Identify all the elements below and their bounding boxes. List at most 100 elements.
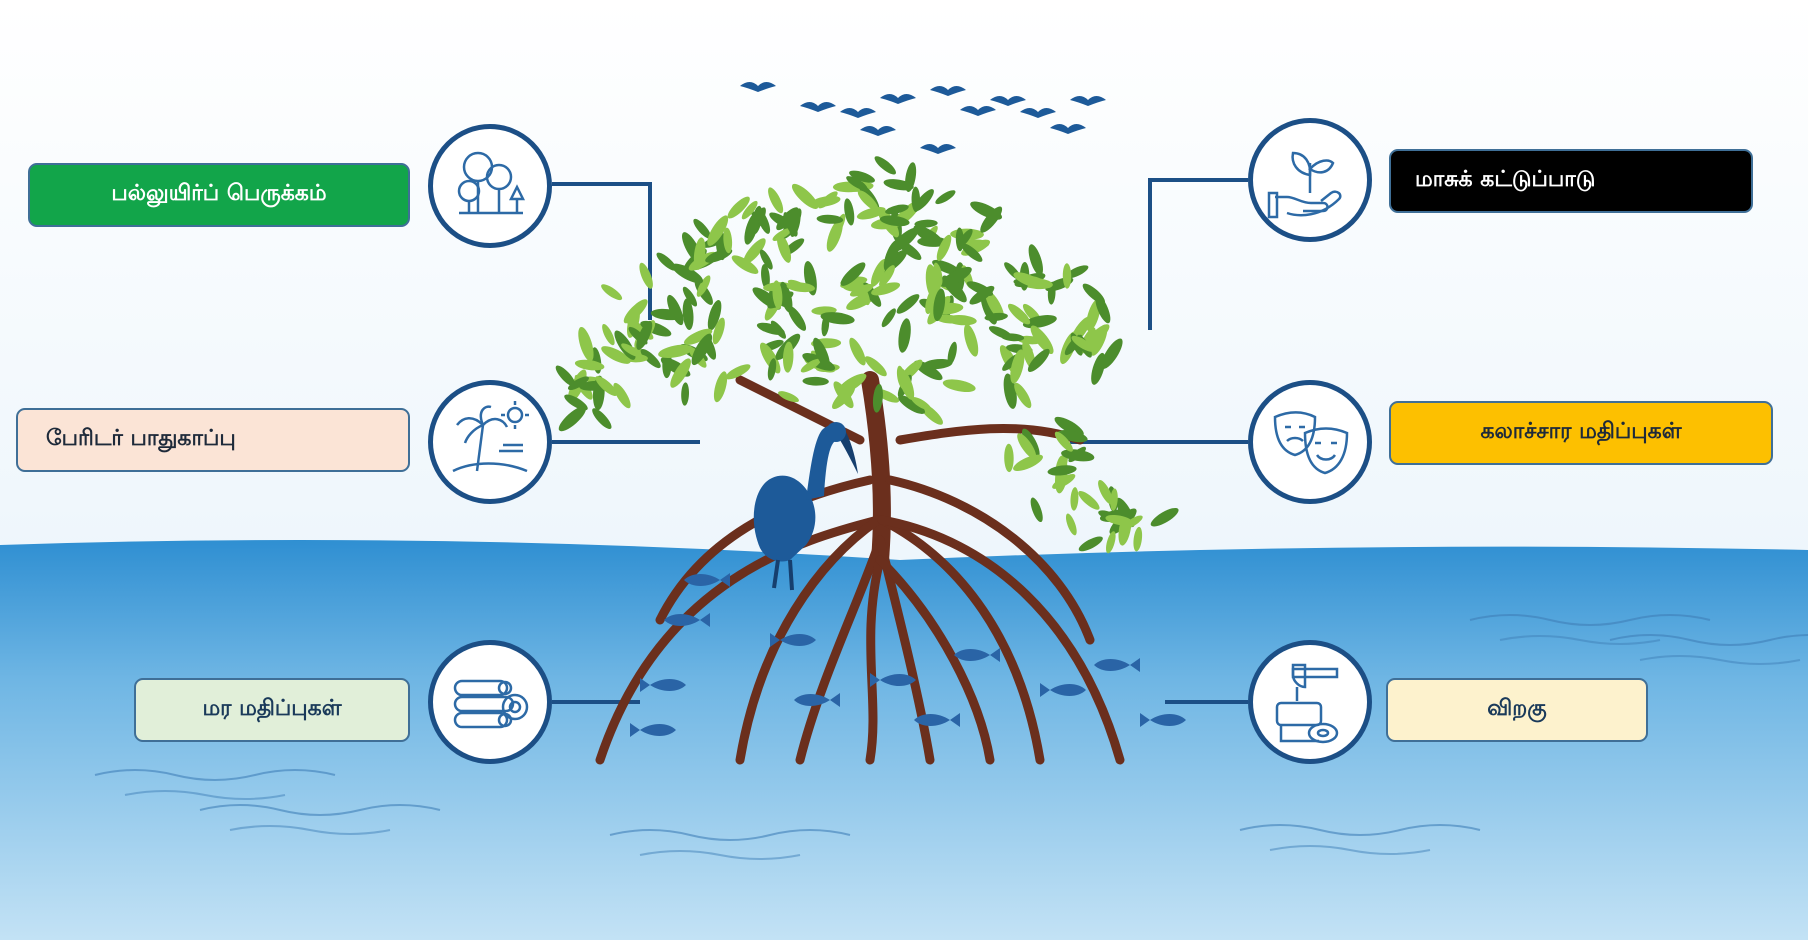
- leaf: [898, 395, 926, 414]
- leaf: [1030, 325, 1054, 355]
- leaf: [1090, 324, 1108, 356]
- bird: [1020, 108, 1056, 118]
- leaf: [942, 379, 976, 393]
- leaf: [670, 358, 691, 388]
- leaf: [1082, 283, 1106, 304]
- leaf: [767, 358, 777, 381]
- leaf: [743, 238, 766, 265]
- aerial-root: [655, 475, 875, 625]
- heron: [753, 422, 858, 591]
- leaf: [776, 233, 792, 263]
- leaf: [897, 240, 922, 261]
- fish: [640, 678, 686, 692]
- fish: [1140, 713, 1186, 727]
- label-pollution-control: மாசுக் கட்டுப்பாடு: [1389, 149, 1753, 213]
- leaf: [885, 204, 909, 215]
- leaf: [1068, 446, 1086, 463]
- icon-circle-pollution: [1248, 118, 1372, 242]
- leaf: [1110, 488, 1118, 511]
- bird: [800, 102, 836, 112]
- leaf: [1001, 333, 1025, 342]
- fish: [1094, 658, 1140, 672]
- leaf: [705, 248, 733, 263]
- leaf: [696, 275, 711, 297]
- leaf: [879, 215, 910, 227]
- water-ripple: [1469, 614, 1711, 626]
- leaf: [772, 228, 792, 241]
- leaf: [1013, 454, 1043, 471]
- bird: [990, 96, 1026, 106]
- leaf: [881, 308, 896, 328]
- leaf: [1054, 431, 1073, 452]
- leaf: [683, 328, 713, 345]
- leaf: [818, 191, 838, 209]
- leaf: [1022, 315, 1057, 329]
- leaf: [1065, 513, 1077, 536]
- leaf: [567, 376, 589, 391]
- label-cultural-values: கலாச்சார மதிப்புகள்: [1389, 401, 1773, 465]
- fish-group: [630, 573, 1186, 737]
- aerial-root: [885, 475, 1095, 645]
- leaf: [898, 318, 911, 353]
- leaf: [783, 212, 798, 237]
- leaf: [872, 383, 883, 413]
- leaf: [985, 290, 1005, 321]
- leaf: [980, 206, 1003, 233]
- connector-lines: [552, 178, 1248, 704]
- leaf: [727, 196, 750, 219]
- connector-line: [1148, 178, 1248, 330]
- fish: [954, 648, 1000, 662]
- heron-neck: [806, 424, 846, 500]
- water-ripple: [1639, 655, 1801, 665]
- fish: [870, 673, 916, 687]
- aerial-root: [735, 375, 865, 445]
- water-ripple: [199, 804, 441, 816]
- leaf: [1007, 303, 1031, 325]
- leaf: [879, 265, 895, 287]
- fish: [794, 693, 840, 707]
- water-ripple: [639, 850, 801, 860]
- leaf: [1014, 382, 1032, 409]
- leaf: [731, 255, 759, 274]
- leaf: [846, 176, 868, 191]
- leaf: [1021, 428, 1040, 458]
- leaf: [636, 320, 653, 350]
- leaf: [601, 346, 631, 364]
- leaf: [802, 376, 829, 386]
- leaf: [942, 275, 967, 303]
- leaf: [969, 285, 995, 305]
- bird: [920, 144, 956, 154]
- leaf: [826, 218, 843, 252]
- bird: [740, 82, 776, 92]
- leaf: [936, 314, 962, 324]
- leaf: [682, 286, 698, 307]
- leaf: [851, 275, 870, 306]
- leaf: [925, 264, 937, 297]
- logs-icon: [453, 679, 529, 729]
- palm-island-icon: [452, 401, 529, 473]
- leaf: [602, 324, 615, 346]
- leaf: [849, 170, 875, 183]
- leaf: [1054, 416, 1084, 437]
- leaf: [871, 258, 887, 287]
- leaf: [1106, 531, 1116, 554]
- leaf: [1071, 335, 1095, 352]
- leaf: [963, 324, 979, 357]
- bird: [1070, 96, 1106, 106]
- leaf: [840, 262, 866, 286]
- leaf: [712, 317, 725, 345]
- leaf: [613, 382, 631, 409]
- leaf: [800, 358, 821, 373]
- leaf: [681, 382, 690, 406]
- leaf: [555, 365, 576, 387]
- leaf: [761, 263, 770, 290]
- leaf: [1105, 514, 1134, 526]
- leaf: [936, 234, 952, 261]
- label-firewood: விறகு: [1386, 678, 1648, 742]
- fish: [914, 713, 960, 727]
- leaf: [671, 263, 704, 284]
- leaf: [836, 373, 867, 395]
- fish: [684, 573, 730, 587]
- axe-log-icon: [1275, 663, 1339, 744]
- leaf: [1070, 487, 1079, 511]
